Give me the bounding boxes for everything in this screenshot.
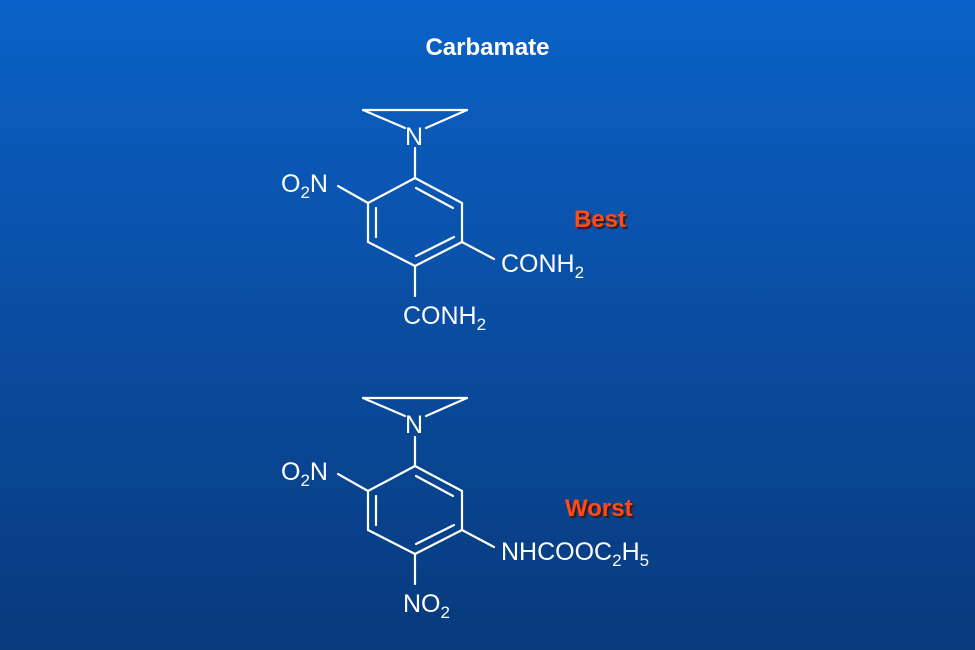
ring-bond	[413, 240, 464, 268]
carbamate-subscript: 2	[612, 551, 622, 570]
amide-main: CONH	[501, 250, 575, 278]
nitro-subscript: 2	[300, 471, 310, 490]
nitro-group-label: O2N	[281, 170, 328, 202]
ring-bond	[413, 528, 464, 556]
nitro-group-label: O2N	[281, 458, 328, 490]
amide-subscript: 2	[574, 263, 585, 282]
slide-title: Carbamate	[425, 34, 550, 61]
double-bond	[414, 474, 455, 498]
nitro-subscript: 2	[440, 603, 450, 622]
ring-bond	[366, 176, 417, 205]
aziridine-right-bond	[424, 396, 469, 418]
nitro-o: O	[281, 458, 301, 486]
top-molecule-bonds	[336, 108, 496, 298]
nitro-subscript: 2	[300, 183, 310, 202]
aziridine-left-bond	[361, 108, 407, 130]
double-bond	[414, 235, 456, 258]
nitro-bond	[336, 184, 370, 205]
worst-rating-label: Worst	[565, 495, 633, 522]
ring-bond	[366, 528, 417, 556]
nitro-n: N	[309, 458, 328, 486]
nitro-o: O	[281, 170, 301, 198]
carbamate-h: H	[621, 538, 640, 566]
amide-group-label-right: CONH2	[501, 250, 584, 282]
aziridine-n-label: N	[405, 123, 424, 151]
nitro-group-label-bottom: NO2	[403, 590, 450, 622]
bottom-molecule-bonds	[336, 396, 496, 586]
carbamate-subscript-2: 5	[639, 551, 650, 570]
aziridine-n-label: N	[405, 411, 424, 439]
nitro-n: N	[309, 170, 328, 198]
nitro-main: NO	[403, 590, 441, 618]
double-bond	[414, 523, 456, 546]
amide-group-label-bottom: CONH2	[403, 302, 486, 334]
ring-bond	[366, 464, 417, 493]
amide-bond	[460, 240, 496, 261]
amide-subscript: 2	[476, 315, 487, 334]
amide-main: CONH	[403, 302, 477, 330]
carbamate-main: NHCOOC	[501, 538, 613, 566]
ring-bond	[413, 464, 464, 493]
double-bond	[414, 186, 455, 210]
nitro-bond	[336, 472, 370, 493]
carbamate-group-label: NHCOOC2H5	[501, 538, 649, 570]
aziridine-right-bond	[424, 108, 469, 130]
carbamate-bond	[460, 528, 496, 549]
ring-bond	[366, 240, 417, 268]
ring-bond	[413, 176, 464, 205]
aziridine-left-bond	[361, 396, 407, 418]
best-rating-label: Best	[574, 206, 627, 233]
